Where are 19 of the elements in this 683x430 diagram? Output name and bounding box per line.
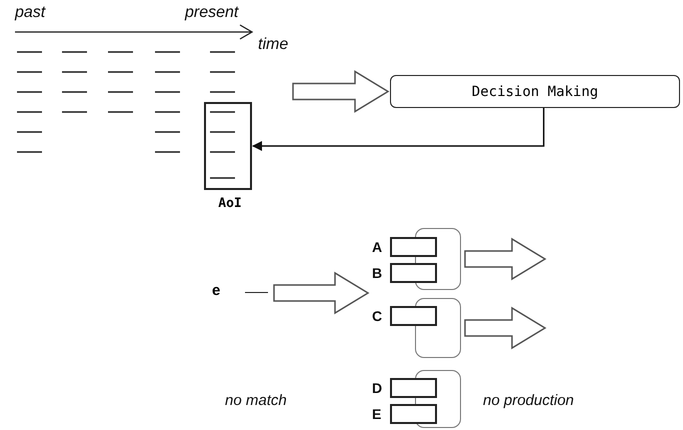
box-caption: AoI — [217, 196, 243, 211]
text-label: no production — [483, 392, 574, 409]
row-letter: D — [372, 380, 382, 396]
process-box — [390, 75, 680, 108]
box-title: Decision Making — [472, 84, 598, 100]
text-label: past — [15, 4, 46, 22]
text-label: present — [185, 4, 238, 22]
row-letter: E — [372, 406, 382, 422]
block-arrow — [464, 238, 546, 280]
row-letter: A — [372, 239, 382, 255]
block-arrow — [464, 306, 546, 350]
text-label: time — [258, 36, 288, 54]
element-label: e — [212, 282, 220, 299]
block-arrow — [273, 272, 370, 314]
row-letter: C — [372, 308, 382, 324]
arrow — [252, 108, 544, 151]
row-letter: B — [372, 265, 382, 281]
block-arrow — [292, 70, 390, 113]
text-label: no match — [225, 392, 287, 409]
